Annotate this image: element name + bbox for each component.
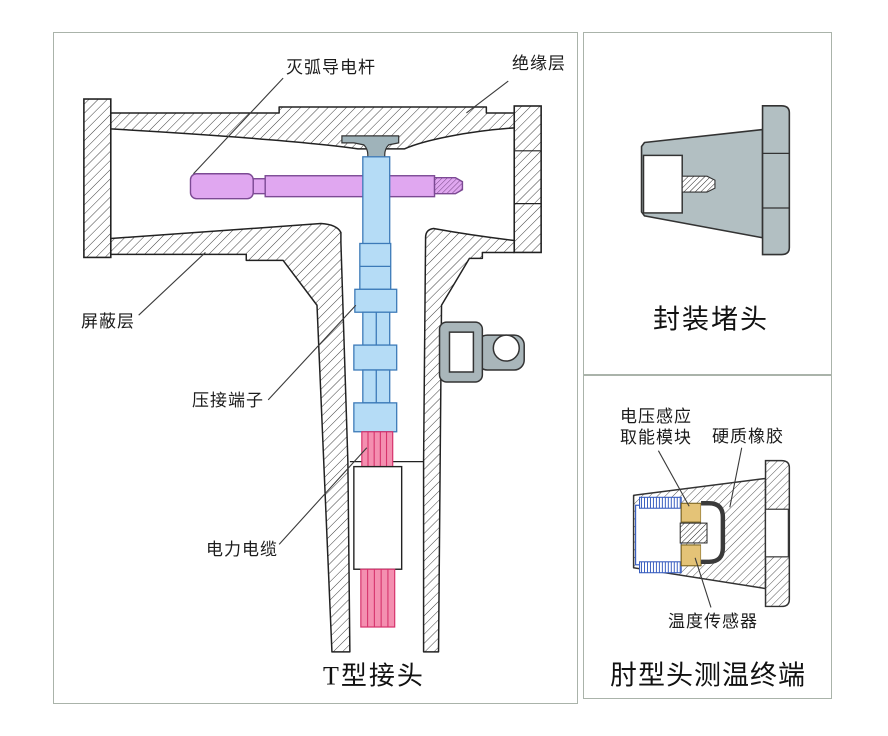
t-joint-drawing xyxy=(83,77,542,653)
label-power-cable: 电力电缆 xyxy=(206,539,278,559)
label-arc-rod: 灭弧导电杆 xyxy=(286,57,376,77)
cable-strands-upper xyxy=(361,431,394,469)
plug-flange xyxy=(761,104,791,256)
conductive-rod xyxy=(189,173,464,200)
label-voltage-module-line2: 取能模块 xyxy=(620,427,692,447)
label-insulation: 绝缘层 xyxy=(512,53,566,73)
label-shield: 屏蔽层 xyxy=(81,311,135,331)
lug-hole xyxy=(492,334,520,362)
caption-elbow-terminal: 肘型头测温终端 xyxy=(610,660,806,691)
leader-lines xyxy=(657,447,743,608)
label-hard-rubber: 硬质橡胶 xyxy=(712,426,784,446)
elbow-terminal-drawing xyxy=(632,447,791,608)
cable-strands-lower xyxy=(360,568,396,628)
cable-insulation xyxy=(353,465,403,570)
temp-sensor-block xyxy=(680,544,702,567)
plug-socket xyxy=(642,154,683,214)
elbow-thread xyxy=(679,522,708,544)
shield-end-caps xyxy=(83,98,542,259)
serrated-band-bottom xyxy=(639,561,682,574)
crimp-terminal-stack xyxy=(353,156,398,433)
leader-lines xyxy=(138,77,509,545)
connector-cavity xyxy=(634,496,682,574)
label-voltage-module-line1: 电压感应 xyxy=(620,406,692,426)
panel-elbow-terminal: 电压感应 取能模块 硬质橡胶 温度传感器 肘型头测温终端 xyxy=(583,375,832,699)
label-temp-sensor: 温度传感器 xyxy=(668,611,758,631)
plug-body xyxy=(640,104,791,256)
sealing-plug-drawing xyxy=(640,104,791,256)
panel-t-joint: 灭弧导电杆 绝缘层 屏蔽层 压接端子 电力电缆 T型接头 xyxy=(53,32,578,704)
mounting-lug xyxy=(438,321,525,383)
caption-t-joint: T型接头 xyxy=(323,661,425,691)
panel-sealing-plug: 封装堵头 xyxy=(583,32,832,375)
sensor-channel xyxy=(701,501,726,565)
serrated-band-top xyxy=(639,496,682,509)
label-crimp-terminal: 压接端子 xyxy=(192,390,264,410)
caption-sealing-plug: 封装堵头 xyxy=(653,304,769,335)
plug-thread xyxy=(681,175,716,193)
flange-recess xyxy=(764,508,789,558)
